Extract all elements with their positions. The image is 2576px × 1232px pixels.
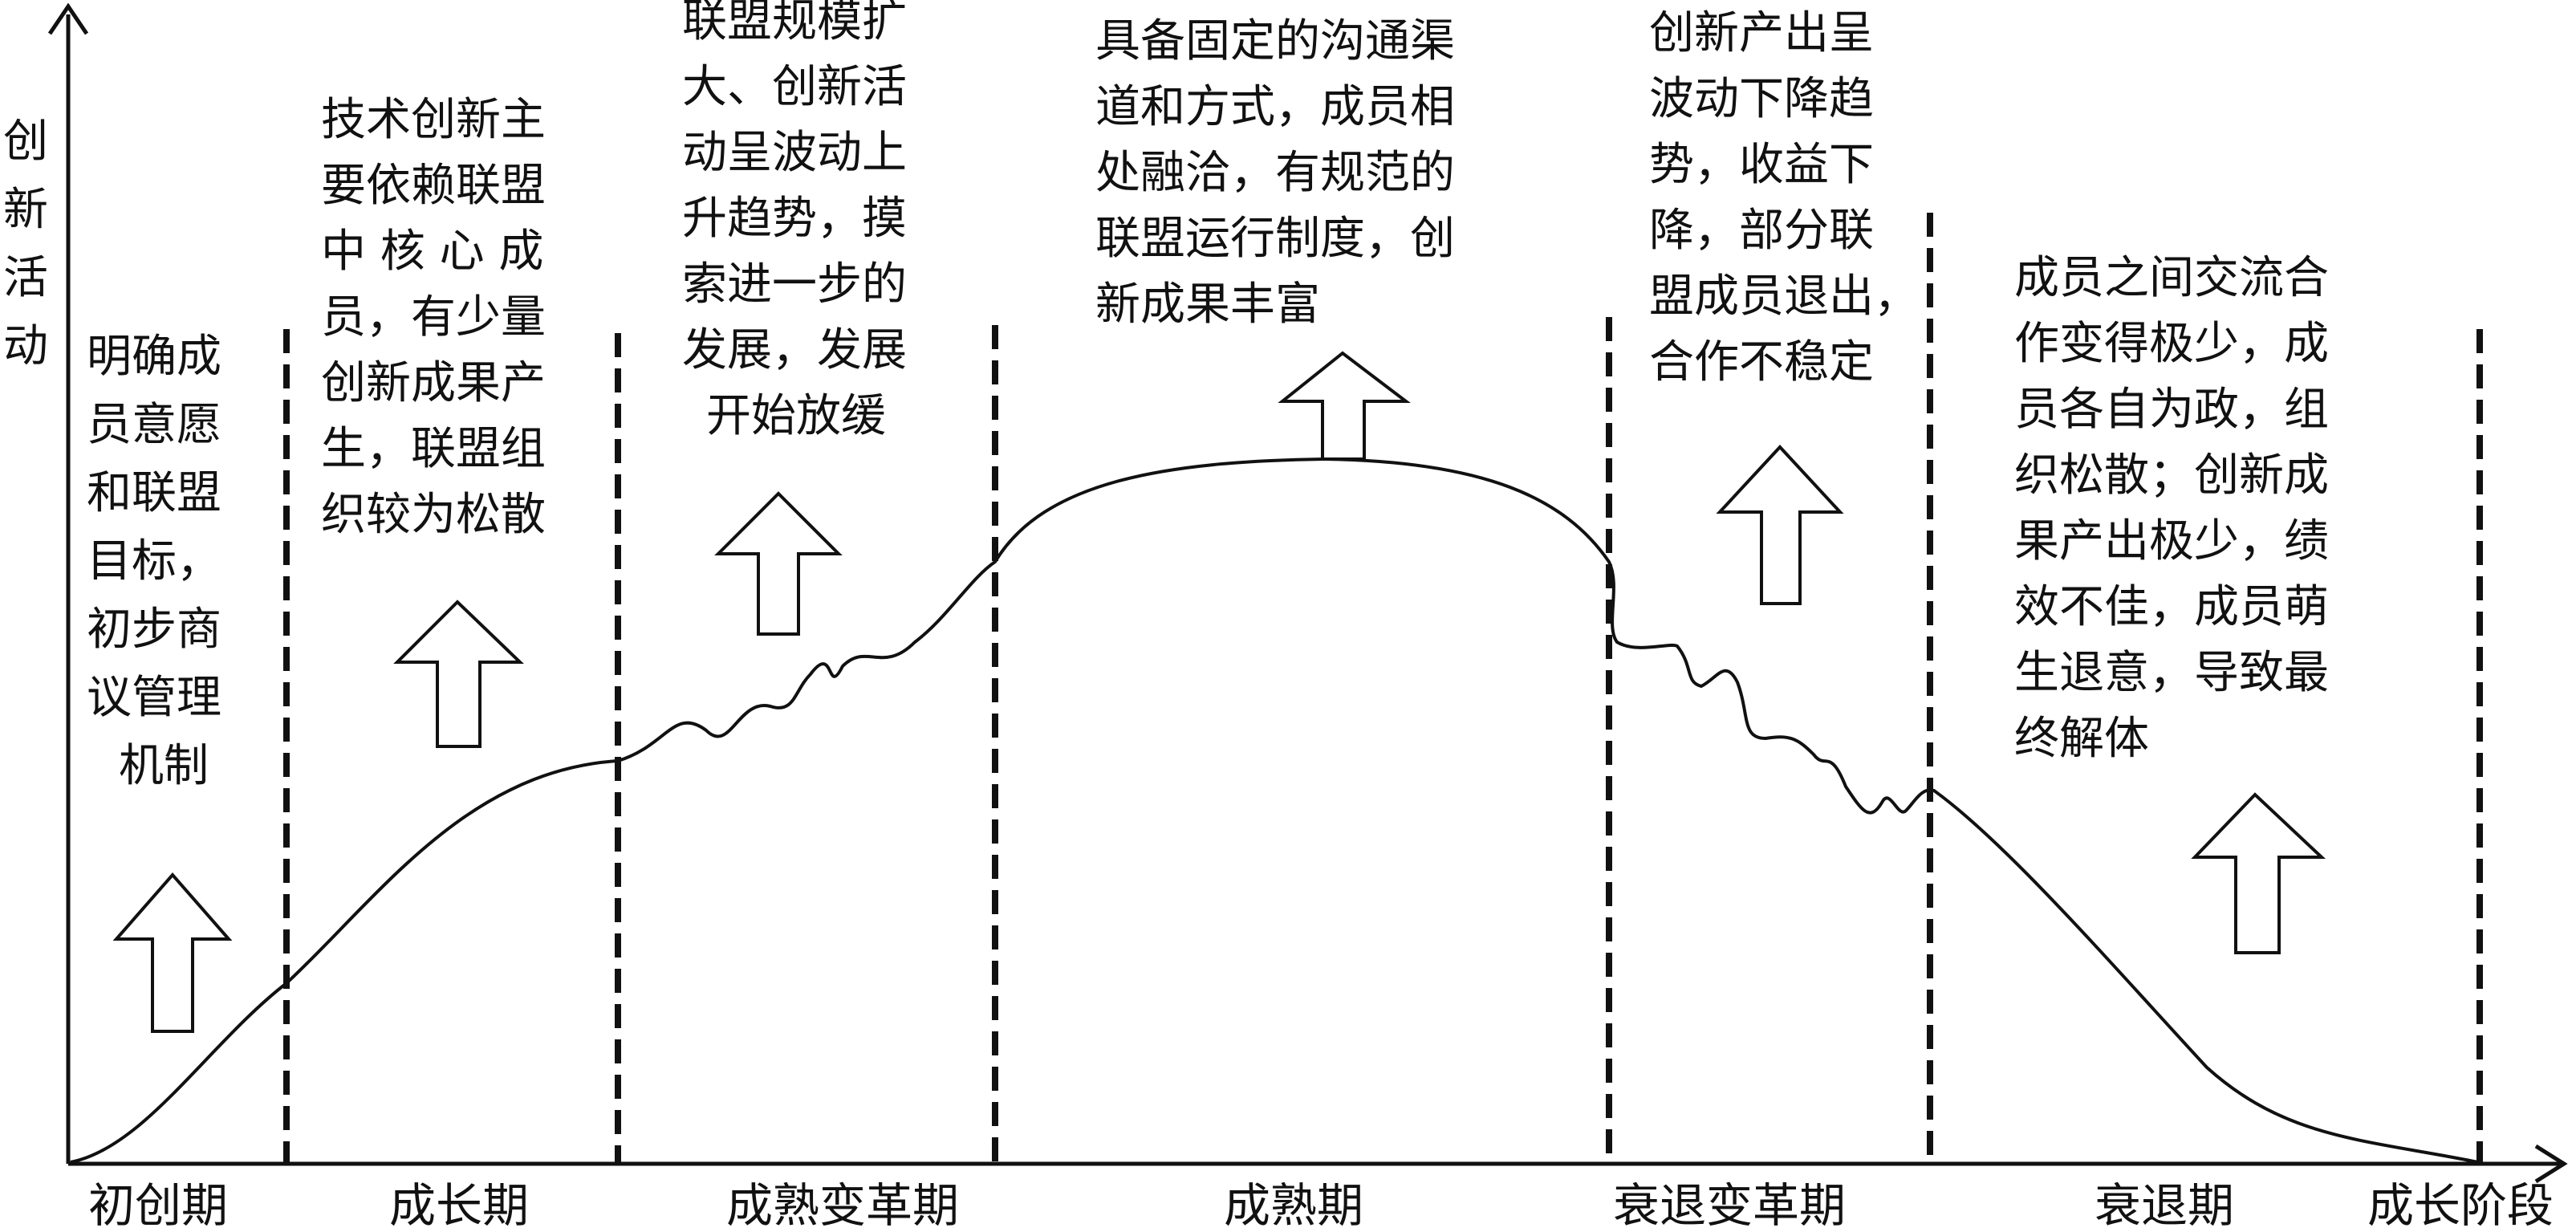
stage-label-startup: 初创期 bbox=[88, 1178, 228, 1232]
y-label-char: 活 bbox=[3, 252, 48, 304]
up-arrow-icon bbox=[112, 872, 233, 1033]
y-label-char: 动 bbox=[3, 320, 48, 372]
stage-dividers bbox=[283, 213, 2483, 1164]
stage-description-1: 明确成 员意愿 和联盟 目标， 初步商 议管理 机制 bbox=[87, 331, 221, 792]
description-line: 波动下降趋 bbox=[1649, 73, 1874, 125]
description-line: 员，有少量 bbox=[321, 291, 546, 344]
stage-description-5: 创新产出呈 波动下降趋 势，收益下 降，部分联 盟成员退出， 合作不稳定 bbox=[1649, 7, 1919, 388]
up-arrow-icon bbox=[2191, 792, 2326, 954]
description-line: 索进一步的 bbox=[682, 258, 907, 311]
description-line: 员意愿 bbox=[87, 399, 221, 451]
description-line: 大、创新活 bbox=[682, 61, 907, 113]
description-line: 效不佳，成员萌 bbox=[2014, 581, 2329, 633]
description-line: 目标， bbox=[87, 535, 221, 588]
description-line: 作变得极少，成 bbox=[2014, 318, 2329, 370]
up-arrow-icon bbox=[1278, 351, 1411, 461]
description-line: 创新产出呈 bbox=[1649, 7, 1874, 59]
up-arrow-icon bbox=[714, 491, 843, 636]
x-axis-label: 成长阶段 bbox=[2367, 1178, 2554, 1232]
description-line: 初步商 bbox=[87, 604, 221, 656]
y-axis-label: 创 新 活 动 bbox=[3, 116, 48, 372]
description-line: 生，联盟组 bbox=[321, 423, 546, 475]
description-line: 联盟运行制度，创 bbox=[1095, 213, 1455, 265]
description-line: 降，部分联 bbox=[1649, 205, 1874, 257]
description-line: 织较为松散 bbox=[321, 489, 546, 541]
description-line: 要依赖联盟 bbox=[321, 160, 546, 212]
stage-description-4: 具备固定的沟通渠 道和方式，成员相 处融洽，有规范的 联盟运行制度，创 新成果丰… bbox=[1095, 15, 1455, 331]
stage-labels: 初创期 成长期 成熟变革期 成熟期 衰退变革期 衰退期 bbox=[88, 1178, 2234, 1232]
description-line: 技术创新主 bbox=[321, 94, 546, 146]
description-line: 和联盟 bbox=[87, 467, 221, 519]
stage-label-growth: 成长期 bbox=[389, 1178, 529, 1232]
stage-description-6: 成员之间交流合 作变得极少，成 员各自为政，组 织松散；创新成 果产出极少，绩 … bbox=[2014, 252, 2329, 765]
y-axis-arrowhead bbox=[47, 2, 89, 35]
description-line: 动呈波动上 bbox=[682, 127, 907, 179]
stage-label-decline-transformation: 衰退变革期 bbox=[1613, 1178, 1846, 1232]
stage-description-3: 联盟规模扩 大、创新活 动呈波动上 升趋势，摸 索进一步的 发展，发展 开始放缓 bbox=[682, 0, 907, 442]
x-axis-arrowhead bbox=[2534, 1144, 2568, 1184]
description-line: 升趋势，摸 bbox=[682, 193, 907, 245]
description-line: 机制 bbox=[119, 740, 209, 792]
description-line: 创新成果产 bbox=[321, 357, 546, 409]
stage-description-2: 技术创新主 要依赖联盟 中 核 心 成 员，有少量 创新成果产 生，联盟组 织较… bbox=[321, 94, 546, 541]
stage-label-maturity: 成熟期 bbox=[1224, 1178, 1363, 1232]
description-line: 处融洽，有规范的 bbox=[1095, 147, 1455, 199]
description-line: 联盟规模扩 bbox=[682, 0, 907, 47]
y-label-char: 创 bbox=[3, 116, 48, 168]
description-line: 成员之间交流合 bbox=[2014, 252, 2329, 304]
description-line: 开始放缓 bbox=[706, 390, 886, 442]
description-line: 道和方式，成员相 bbox=[1095, 81, 1455, 133]
up-arrow-icon bbox=[393, 600, 524, 748]
up-arrow-icon bbox=[1716, 445, 1844, 605]
lifecycle-curve bbox=[70, 457, 2479, 1164]
description-line: 明确成 bbox=[87, 331, 221, 383]
up-arrows bbox=[112, 351, 2326, 1033]
description-line: 织松散；创新成 bbox=[2014, 449, 2329, 502]
description-line: 果产出极少，绩 bbox=[2014, 515, 2329, 567]
description-line: 中 核 心 成 bbox=[321, 226, 543, 278]
description-line: 生退意，导致最 bbox=[2014, 647, 2329, 699]
description-line: 势，收益下 bbox=[1649, 139, 1874, 191]
description-line: 终解体 bbox=[2014, 713, 2149, 765]
stage-label-decline: 衰退期 bbox=[2095, 1178, 2234, 1232]
y-label-char: 新 bbox=[3, 184, 48, 236]
description-line: 员各自为政，组 bbox=[2014, 384, 2329, 436]
description-line: 合作不稳定 bbox=[1649, 336, 1874, 388]
stage-label-maturity-transformation: 成熟变革期 bbox=[726, 1178, 959, 1232]
description-line: 盟成员退出， bbox=[1649, 270, 1919, 323]
description-line: 具备固定的沟通渠 bbox=[1095, 15, 1455, 67]
description-line: 新成果丰富 bbox=[1095, 279, 1320, 331]
description-line: 发展，发展 bbox=[682, 324, 907, 376]
description-line: 议管理 bbox=[87, 672, 221, 724]
